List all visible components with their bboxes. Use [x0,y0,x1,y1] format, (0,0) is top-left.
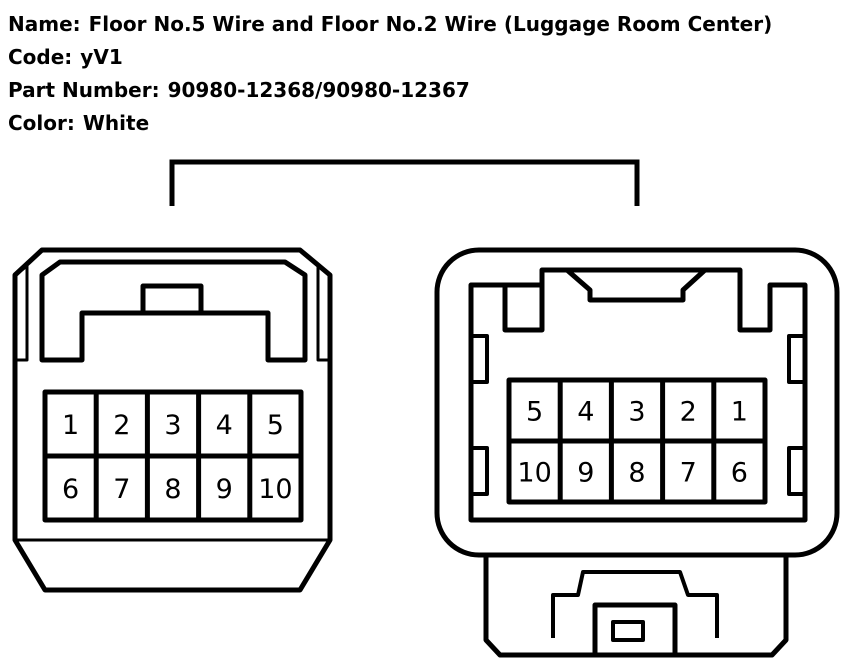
left-connector-grid-lines [45,392,301,520]
left-pin-label: 9 [216,474,233,505]
right-pin-label: 3 [628,397,645,428]
right-connector [434,247,840,658]
right-connector-inner-notch-left [502,285,545,333]
right-pin-label: 5 [526,397,543,428]
color-label: Color: [8,111,75,135]
left-pin-label: 6 [62,474,79,505]
part-number-row: Part Number: 90980-12368/90980-12367 [8,74,772,107]
right-pin-label: 9 [577,458,594,489]
right-pin-label: 6 [731,458,748,489]
right-pin-label: 2 [680,397,697,428]
right-connector-lower-notch [551,570,719,638]
left-connector-latch [39,259,308,363]
left-connector [12,247,333,593]
right-connector-top-latch [565,268,707,303]
part-number-value: 90980-12368/90980-12367 [167,78,470,102]
name-label: Name: [8,12,81,36]
name-row: Name: Floor No.5 Wire and Floor No.2 Wire… [8,8,772,41]
right-pin-label: 7 [680,458,697,489]
left-pin-label: 2 [113,410,130,441]
left-pin-label: 4 [216,410,233,441]
left-connector-body [12,247,333,593]
connection-bracket [169,159,640,206]
right-connector-left-tab-upper [469,334,489,384]
right-connector-pins: 5 4 3 2 1 10 9 8 7 6 [517,397,748,489]
right-pin-label: 8 [628,458,645,489]
right-connector-left-tab-lower [469,446,489,496]
right-connector-lower-housing [483,555,789,658]
right-connector-right-tab-lower [787,446,807,496]
code-row: Code: yV1 [8,41,772,74]
right-connector-inner-frame [468,267,808,523]
right-connector-lower-tab [592,602,678,655]
left-pin-label: 10 [258,474,292,505]
left-connector-latch-knob [140,283,204,316]
right-connector-right-tab-upper [787,334,807,384]
right-pin-label: 4 [577,397,594,428]
right-connector-body [434,247,840,558]
color-value: White [82,111,150,135]
part-number-label: Part Number: [8,78,160,102]
color-row: Color: White [8,107,772,140]
code-label: Code: [8,45,73,69]
right-connector-grid-lines [509,380,765,502]
left-connector-side-tab-left [14,264,29,362]
right-connector-lower-key [611,620,645,642]
left-pin-label: 7 [113,474,130,505]
left-connector-pins: 1 2 3 4 5 6 7 8 9 10 [62,410,293,505]
left-pin-label: 3 [164,410,181,441]
right-pin-label: 10 [517,458,551,489]
left-connector-side-tab-right [316,264,331,362]
left-pin-label: 1 [62,410,79,441]
right-pin-label: 1 [731,397,748,428]
left-pin-label: 8 [164,474,181,505]
left-pin-label: 5 [267,410,284,441]
code-value: yV1 [80,45,123,69]
name-value: Floor No.5 Wire and Floor No.2 Wire (Lug… [88,12,773,36]
connector-info: Name: Floor No.5 Wire and Floor No.2 Wire… [8,8,772,140]
